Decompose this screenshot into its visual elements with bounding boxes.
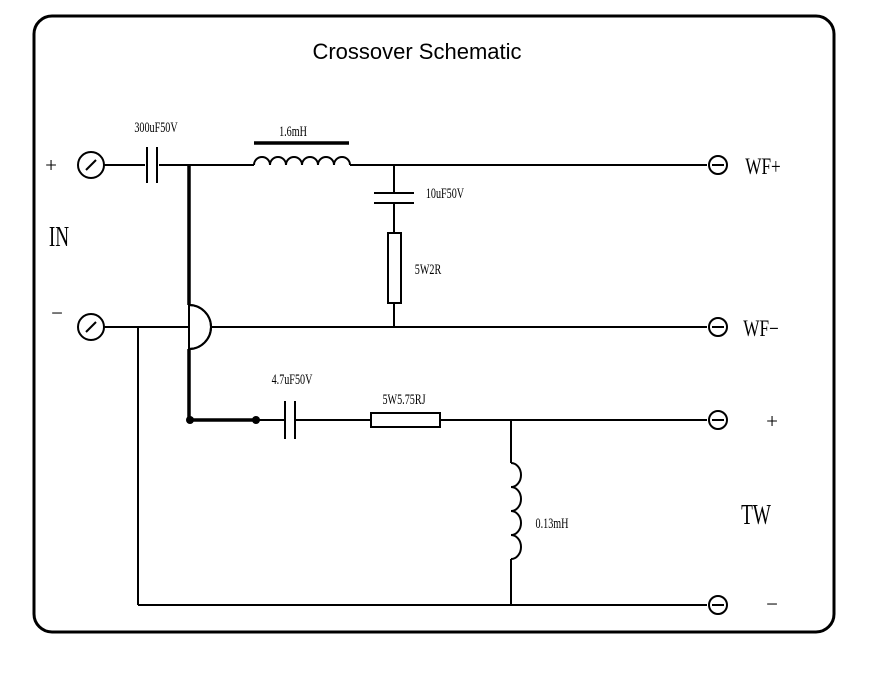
input-label: IN [49, 221, 70, 253]
tw-minus-label: − [766, 592, 778, 616]
input-capacitor [146, 147, 158, 183]
junction-dot-left [186, 416, 194, 424]
wire-crossover-hop [188, 303, 212, 351]
zobel-capacitor-label: 10uF50V [426, 185, 464, 201]
input-plus-terminal [77, 151, 105, 179]
tweeter-inductor-label: 0.13mH [536, 515, 569, 531]
wire-hop-arc [188, 304, 212, 350]
tweeter-resistor-label: 5W5.75RJ [382, 391, 425, 407]
wf-minus-label: WF− [743, 317, 779, 342]
wf-minus-terminal [708, 317, 728, 337]
tw-minus-terminal [708, 595, 728, 615]
zobel-capacitor [374, 192, 414, 204]
tweeter-inductor [510, 462, 522, 560]
input-minus-label: − [51, 301, 63, 325]
diagram-title: Crossover Schematic [312, 39, 521, 64]
input-plus-label: + [45, 153, 57, 177]
tweeter-capacitor-label: 4.7uF50V [272, 371, 313, 387]
zobel-resistor-label: 5W2R [415, 261, 442, 277]
tw-plus-label: + [766, 409, 778, 433]
wf-plus-terminal [708, 155, 728, 175]
wf-plus-label: WF+ [745, 155, 781, 180]
tweeter-resistor [370, 412, 441, 428]
tw-plus-terminal [708, 410, 728, 430]
woofer-inductor-label: 1.6mH [279, 123, 307, 139]
tweeter-capacitor [284, 401, 296, 439]
zobel-resistor [387, 232, 402, 304]
input-minus-terminal [77, 313, 105, 341]
woofer-inductor [253, 141, 351, 166]
diagram-frame [32, 14, 836, 634]
tweeter-label: TW [741, 499, 772, 531]
input-capacitor-label: 300uF50V [134, 119, 177, 135]
